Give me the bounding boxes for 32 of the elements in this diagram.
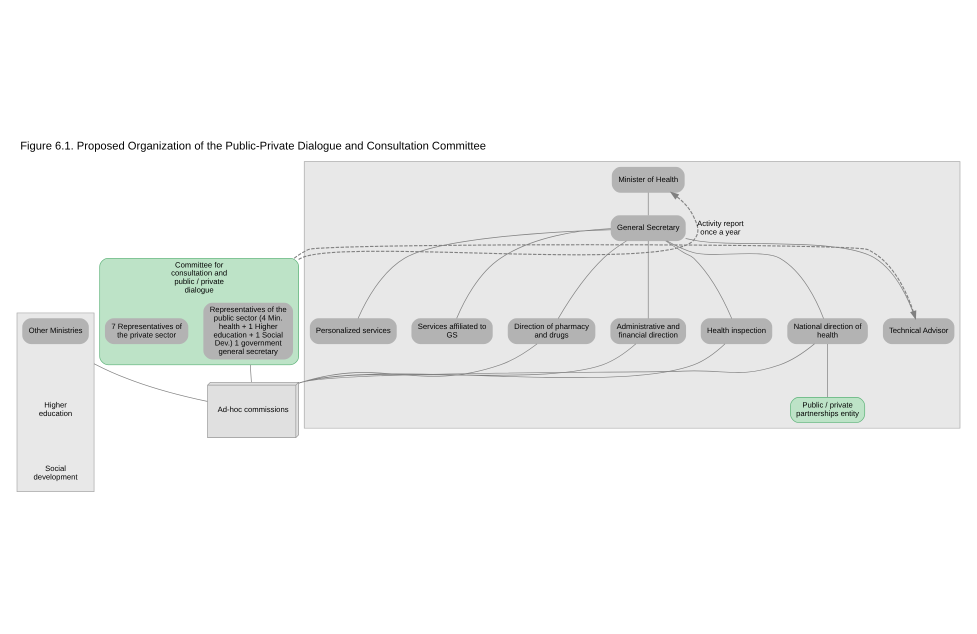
node-box: Personalized services [310,318,397,344]
connector [666,240,824,318]
node-box: 7 Representatives of the private sector [104,318,188,344]
node-box: Technical Advisor [882,318,954,344]
node-box: Services affiliated to GS [411,318,493,344]
node-box: Public / private partnerships entity [790,396,866,422]
node-box: Other Ministries [22,318,89,344]
cluster [304,160,960,428]
connector [558,240,627,318]
connector [648,240,649,318]
arrow [294,244,916,320]
label: Social development [34,464,78,482]
cluster [16,312,94,492]
connector [358,228,612,318]
arrow [298,191,698,260]
connector [250,364,252,382]
connector [648,192,649,216]
connector [827,343,828,398]
node-box: Representatives of the public sector (4 Min. health + 1 Higher education + 1 Social Dev.) 1 government general secretary [203,302,294,360]
connector [298,342,815,383]
node-box: General Secretary [610,214,686,241]
edge-label: Activity report once a year [697,218,744,236]
connector [665,240,732,318]
connector [298,342,726,383]
node-box: Direction of pharmacy and drugs [508,318,596,344]
connector [456,228,612,318]
node-box: Minister of Health [612,166,685,192]
node-box: Administrative and financial direction [610,318,686,344]
node-box: National direction of health [787,318,868,344]
label: Higher education [38,400,72,418]
node-box: Health inspection [700,318,772,344]
diagram-title: Figure 6.1. Proposed Organization of the Public-Private Dialogue and Consultation Committee [20,140,486,152]
